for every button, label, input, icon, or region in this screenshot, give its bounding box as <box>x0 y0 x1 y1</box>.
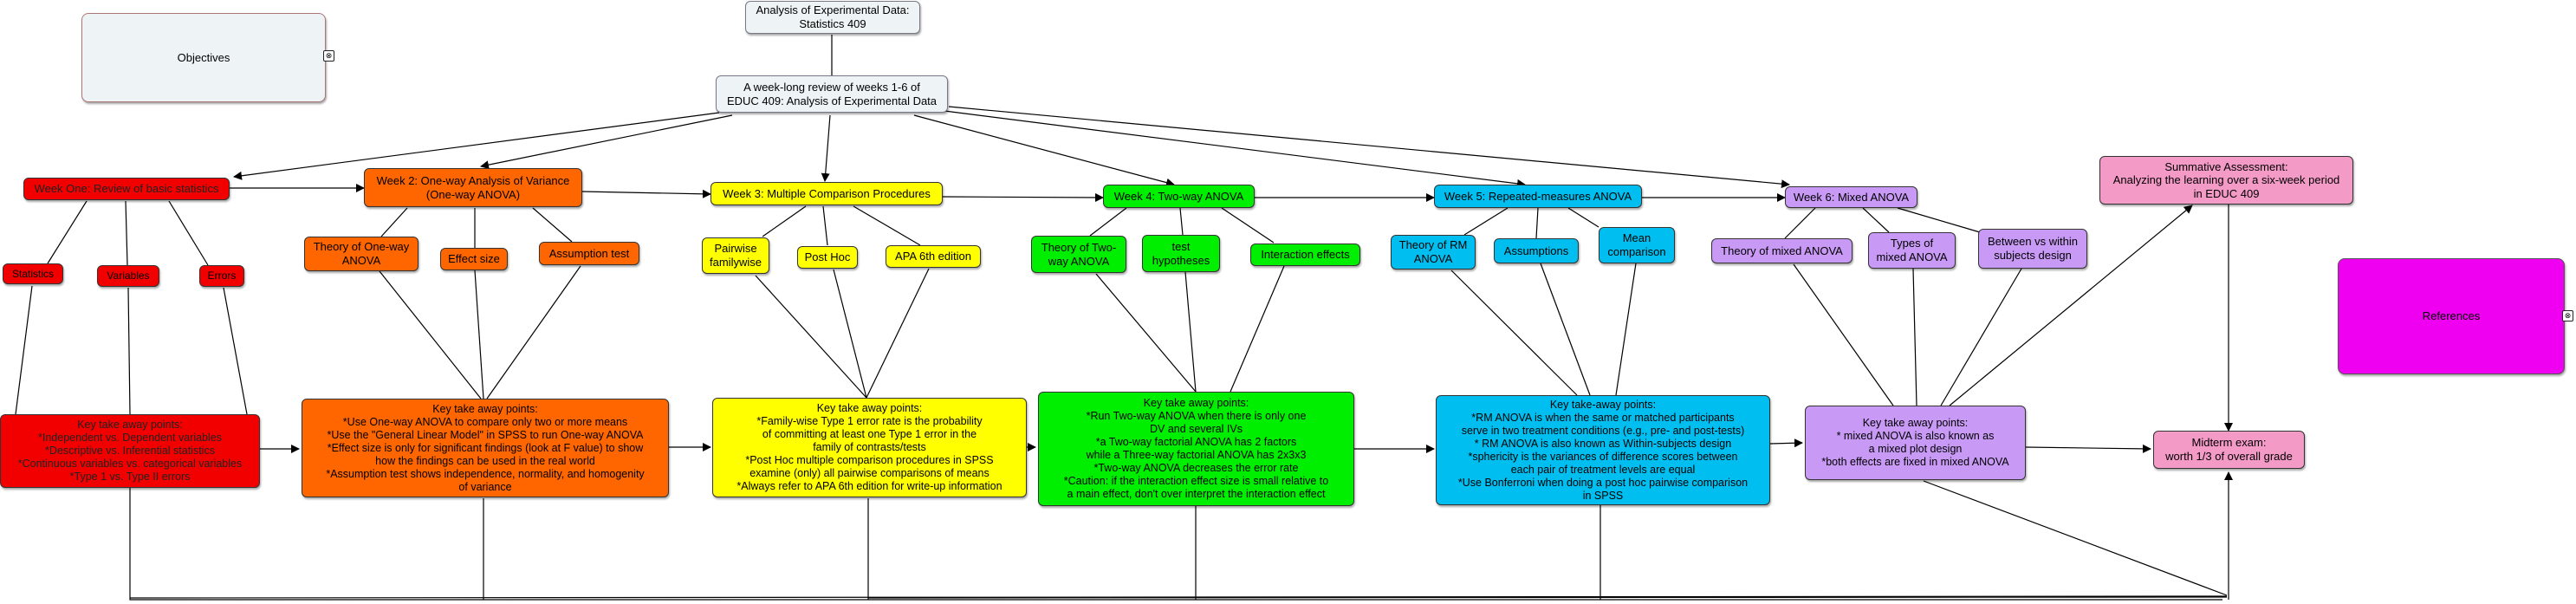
w1-statistics-node[interactable]: Statistics <box>3 263 63 284</box>
link-icon[interactable]: ⊗ <box>2562 310 2573 321</box>
midterm-node[interactable]: Midterm exam: worth 1/3 of overall grade <box>2153 431 2305 469</box>
week6-key-points-node[interactable]: Key take away points: * mixed ANOVA is a… <box>1805 406 2026 480</box>
w6-between-node[interactable]: Between vs within subjects design <box>1978 229 2087 269</box>
w6-types-node[interactable]: Types of mixed ANOVA <box>1868 232 1956 269</box>
references-node[interactable]: References <box>2338 258 2565 374</box>
w1-errors-node[interactable]: Errors <box>199 265 244 287</box>
w6-theory-node[interactable]: Theory of mixed ANOVA <box>1711 238 1853 263</box>
w5-theory-node[interactable]: Theory of RM ANOVA <box>1391 235 1476 270</box>
w2-theory-node[interactable]: Theory of One-way ANOVA <box>304 237 419 271</box>
week1-key-points-node[interactable]: Key take away points: *Independent vs. D… <box>0 414 260 488</box>
link-icon[interactable]: ⊗ <box>323 50 334 62</box>
w4-theory-node[interactable]: Theory of Two- way ANOVA <box>1031 236 1126 273</box>
week1-node[interactable]: Week One: Review of basic statistics <box>23 178 230 200</box>
week6-node[interactable]: Week 6: Mixed ANOVA <box>1785 186 1917 208</box>
week5-key-points-node[interactable]: Key take-away points: *RM ANOVA is when … <box>1436 395 1770 505</box>
w4-interaction-node[interactable]: Interaction effects <box>1250 244 1360 266</box>
w5-assumptions-node[interactable]: Assumptions <box>1494 238 1579 263</box>
w3-pairwise-node[interactable]: Pairwise familywise <box>702 237 769 274</box>
w5-mean-node[interactable]: Mean comparison <box>1599 227 1675 263</box>
w3-posthoc-node[interactable]: Post Hoc <box>797 246 858 269</box>
week4-key-points-node[interactable]: Key take away points: *Run Two-way ANOVA… <box>1038 392 1354 506</box>
w3-apa-node[interactable]: APA 6th edition <box>886 245 981 268</box>
w4-test-node[interactable]: test hypotheses <box>1142 235 1220 272</box>
top-title-node[interactable]: Analysis of Experimental Data: Statistic… <box>745 1 920 34</box>
week4-node[interactable]: Week 4: Two-way ANOVA <box>1103 185 1255 208</box>
week3-key-points-node[interactable]: Key take away points: *Family-wise Type … <box>712 398 1027 497</box>
objectives-node[interactable]: Objectives <box>81 13 326 102</box>
week2-key-points-node[interactable]: Key take away points: *Use One-way ANOVA… <box>302 399 669 497</box>
week3-node[interactable]: Week 3: Multiple Comparison Procedures <box>711 182 943 205</box>
w2-effect-size-node[interactable]: Effect size <box>440 248 508 270</box>
week2-node[interactable]: Week 2: One-way Analysis of Variance (On… <box>364 168 582 207</box>
review-node[interactable]: A week-long review of weeks 1-6 of EDUC … <box>716 75 948 113</box>
w1-variables-node[interactable]: Variables <box>97 265 159 287</box>
week5-node[interactable]: Week 5: Repeated-measures ANOVA <box>1434 185 1642 208</box>
w2-assumption-node[interactable]: Assumption test <box>539 242 639 265</box>
summative-node[interactable]: Summative Assessment: Analyzing the lear… <box>2099 156 2353 205</box>
